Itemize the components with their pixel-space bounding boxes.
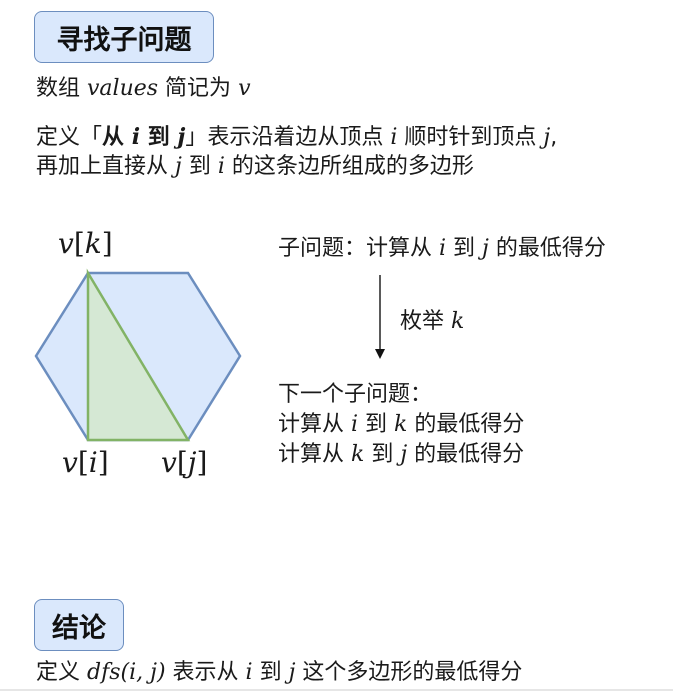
text: 到	[252, 660, 289, 685]
math-var: i	[88, 446, 98, 479]
bottom-divider	[0, 689, 673, 691]
math-var: k	[451, 309, 465, 334]
math-var: v	[238, 76, 251, 101]
text: 数组	[36, 76, 87, 101]
enumerate-k-label: 枚举 k	[400, 307, 464, 337]
subproblem-text: 子问题：计算从 i 到 j 的最低得分	[278, 234, 606, 264]
section-tag-conclusion: 结论	[34, 599, 124, 651]
math-var: j	[482, 236, 489, 261]
text: 的最低得分	[407, 442, 525, 467]
math-var: j	[175, 154, 182, 179]
text: 简记为	[158, 76, 239, 101]
math-var: k	[394, 412, 408, 437]
text: 到	[358, 412, 395, 437]
next-subproblem-1: 计算从 i 到 k 的最低得分	[278, 410, 524, 440]
text: 顺时针到顶点	[397, 125, 544, 150]
text: 这个多边形的最低得分	[295, 660, 523, 685]
text: 」表示沿着边从顶点	[185, 125, 391, 150]
math-var: i	[217, 154, 225, 179]
math-var: i	[131, 124, 141, 150]
bold-text: 从	[102, 125, 132, 150]
math-var: values	[87, 76, 159, 101]
text: 定义	[36, 660, 87, 685]
conclusion-line: 定义 dfs(i, j) 表示从 i 到 j 这个多边形的最低得分	[36, 658, 522, 688]
bracket: ]	[196, 446, 208, 479]
math-var: j	[400, 442, 408, 467]
vertex-label-j: v[j]	[161, 446, 207, 479]
math-var: i	[351, 412, 359, 437]
text: 表示从	[165, 660, 246, 685]
text: 计算从	[278, 442, 351, 467]
vertex-label-k: v[k]	[58, 227, 113, 260]
text: ,	[550, 125, 558, 150]
math-var: v	[62, 446, 78, 479]
math-var: i	[439, 236, 447, 261]
bracket: [	[176, 446, 188, 479]
text: 的最低得分	[407, 412, 525, 437]
section-tag-find-subproblem: 寻找子问题	[34, 11, 214, 63]
vertex-label-i: v[i]	[62, 446, 109, 479]
text: 计算从	[278, 412, 351, 437]
bracket: [	[73, 227, 85, 260]
triangle-shape	[86, 268, 191, 442]
bold-text: 到	[140, 125, 178, 150]
text: 枚举	[400, 309, 451, 334]
bracket: ]	[97, 446, 109, 479]
math-var: k	[84, 227, 102, 260]
math-var: j	[177, 124, 186, 150]
math-args: (i, j)	[120, 660, 166, 685]
text: 子问题：计算从	[278, 236, 439, 261]
text: 定义「	[36, 125, 103, 150]
math-var: j	[288, 660, 296, 685]
arrow-down-icon	[375, 349, 385, 359]
math-var: i	[245, 660, 253, 685]
math-var: v	[58, 227, 74, 260]
math-var: v	[161, 446, 177, 479]
text: 的最低得分	[488, 236, 606, 261]
definition-line-1: 定义「从 i 到 j」表示沿着边从顶点 i 顺时针到顶点 j,	[36, 122, 557, 153]
bracket: ]	[101, 227, 113, 260]
bracket: [	[77, 446, 89, 479]
next-subproblem-2: 计算从 k 到 j 的最低得分	[278, 440, 524, 470]
math-var: i	[390, 125, 398, 150]
definition-line-2: 再加上直接从 j 到 i 的这条边所组成的多边形	[36, 152, 474, 182]
math-fn: dfs	[87, 660, 121, 685]
math-var: j	[187, 446, 197, 479]
next-subproblem-title: 下一个子问题：	[278, 382, 433, 407]
text: 到	[364, 442, 401, 467]
math-var: k	[351, 442, 365, 467]
text: 到	[446, 236, 483, 261]
text: 再加上直接从	[36, 154, 175, 179]
math-var: j	[543, 125, 551, 150]
values-alias-line: 数组 values 简记为 v	[36, 74, 251, 104]
text: 到	[181, 154, 218, 179]
text: 的这条边所组成的多边形	[224, 154, 474, 179]
